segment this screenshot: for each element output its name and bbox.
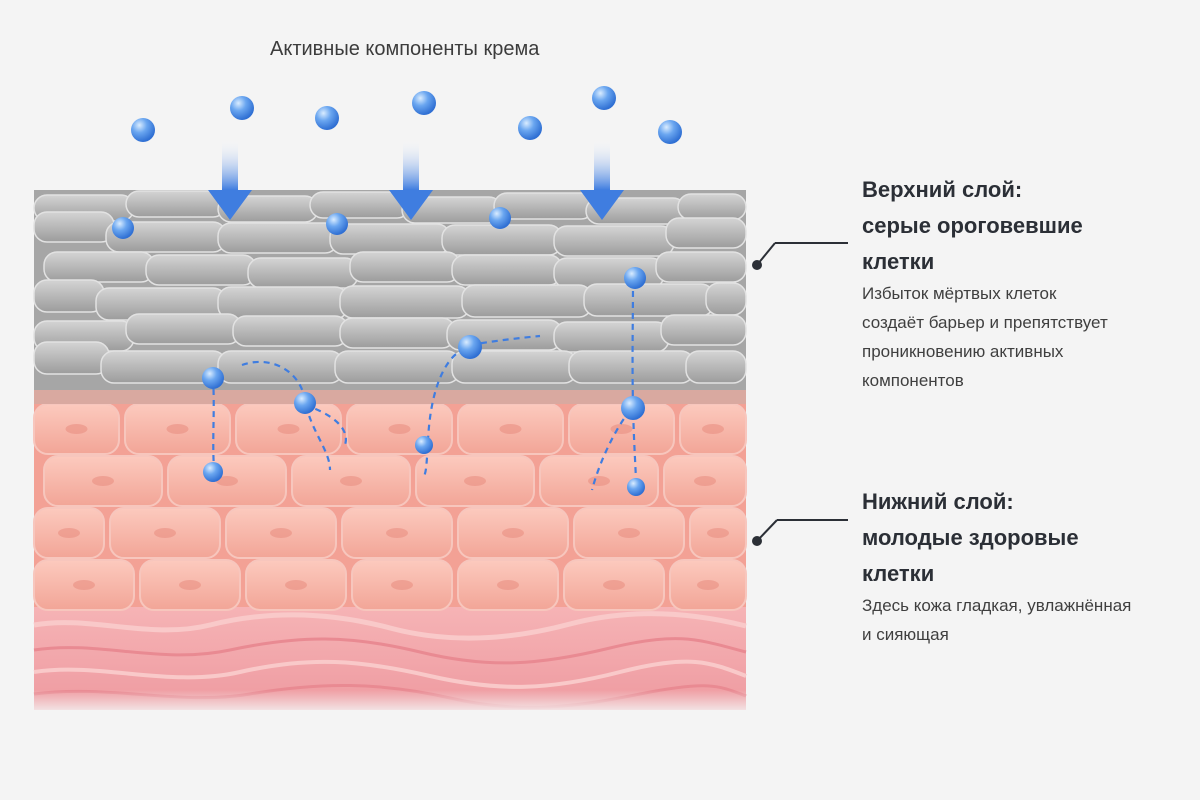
molecule bbox=[131, 118, 155, 142]
cell-nucleus bbox=[92, 476, 114, 486]
cell-nucleus bbox=[167, 424, 189, 434]
dead-cell bbox=[340, 286, 470, 318]
dead-cell bbox=[44, 252, 154, 282]
cell-nucleus bbox=[391, 580, 413, 590]
dead-cell bbox=[218, 351, 343, 383]
dead-cell bbox=[686, 351, 746, 383]
upper-layer-description: Избыток мёртвых клеток создаёт барьер и … bbox=[862, 279, 1197, 395]
cell-nucleus bbox=[702, 424, 724, 434]
lower-heading-line-1: Нижний слой: bbox=[862, 484, 1192, 520]
cell-nucleus bbox=[611, 424, 633, 434]
cell-nucleus bbox=[588, 476, 610, 486]
cell-nucleus bbox=[278, 424, 300, 434]
dead-cell bbox=[34, 342, 109, 374]
molecule bbox=[518, 116, 542, 140]
upper-desc-line-2: создаёт барьер и препятствует bbox=[862, 308, 1197, 337]
upper-desc-line-1: Избыток мёртвых клеток bbox=[862, 279, 1197, 308]
cell-nucleus bbox=[464, 476, 486, 486]
dead-cell bbox=[462, 285, 592, 317]
dead-cell bbox=[452, 255, 562, 285]
cell-nucleus bbox=[618, 528, 640, 538]
dead-cell bbox=[330, 224, 450, 254]
dead-cell bbox=[248, 258, 358, 288]
molecule bbox=[592, 86, 616, 110]
cell-nucleus bbox=[386, 528, 408, 538]
molecule bbox=[112, 217, 134, 239]
molecule bbox=[658, 120, 682, 144]
dead-cell bbox=[350, 252, 460, 282]
molecule bbox=[624, 267, 646, 289]
pointer-lower bbox=[752, 520, 848, 546]
cell-nucleus bbox=[603, 580, 625, 590]
molecule bbox=[294, 392, 316, 414]
healthy-cell-layer bbox=[34, 395, 746, 610]
dead-cell bbox=[554, 322, 669, 352]
molecule bbox=[315, 106, 339, 130]
dead-cell bbox=[233, 316, 348, 346]
cell-nucleus bbox=[66, 424, 88, 434]
lower-desc-line-2: и сияющая bbox=[862, 620, 1197, 649]
cell-nucleus bbox=[502, 528, 524, 538]
dead-cell bbox=[34, 212, 114, 242]
dead-cell bbox=[340, 318, 455, 348]
lower-layer-description: Здесь кожа гладкая, увлажнённая и сияюща… bbox=[862, 591, 1197, 649]
dermis-layer bbox=[34, 605, 746, 710]
dead-cell bbox=[126, 191, 226, 217]
cell-nucleus bbox=[73, 580, 95, 590]
molecule bbox=[627, 478, 645, 496]
cell-nucleus bbox=[58, 528, 80, 538]
dead-cell bbox=[442, 225, 562, 255]
dead-cell bbox=[126, 314, 241, 344]
upper-heading-line-3: клетки bbox=[862, 244, 1192, 280]
lower-heading-line-3: клетки bbox=[862, 556, 1192, 592]
cell-nucleus bbox=[697, 580, 719, 590]
lower-desc-line-1: Здесь кожа гладкая, увлажнённая bbox=[862, 591, 1197, 620]
lower-heading-line-2: молодые здоровые bbox=[862, 520, 1192, 556]
cell-nucleus bbox=[497, 580, 519, 590]
upper-heading-line-1: Верхний слой: bbox=[862, 172, 1192, 208]
molecule bbox=[415, 436, 433, 454]
molecule bbox=[489, 207, 511, 229]
dead-cell bbox=[218, 287, 348, 319]
dead-cell-layer bbox=[34, 190, 746, 390]
molecule bbox=[621, 396, 645, 420]
diagram-title: Активные компоненты крема bbox=[270, 38, 539, 61]
upper-desc-line-3: проникновению активных bbox=[862, 337, 1197, 366]
cell-nucleus bbox=[270, 528, 292, 538]
upper-layer-heading: Верхний слой: серые ороговевшие клетки bbox=[862, 172, 1192, 280]
dead-cell bbox=[146, 255, 256, 285]
cell-nucleus bbox=[340, 476, 362, 486]
molecule bbox=[326, 213, 348, 235]
dead-cell bbox=[678, 194, 746, 220]
dead-cell bbox=[661, 315, 746, 345]
cell-nucleus bbox=[154, 528, 176, 538]
molecule bbox=[412, 91, 436, 115]
upper-heading-line-2: серые ороговевшие bbox=[862, 208, 1192, 244]
cell-nucleus bbox=[707, 528, 729, 538]
dead-cell bbox=[584, 284, 714, 316]
dead-cell bbox=[666, 218, 746, 248]
pointer-upper bbox=[752, 243, 848, 270]
dead-cell bbox=[706, 283, 746, 315]
dead-cell bbox=[335, 351, 460, 383]
cell-nucleus bbox=[694, 476, 716, 486]
dead-cell bbox=[554, 226, 674, 256]
dead-cell bbox=[656, 252, 746, 282]
lower-layer-heading: Нижний слой: молодые здоровые клетки bbox=[862, 484, 1192, 592]
cell-nucleus bbox=[285, 580, 307, 590]
molecule bbox=[202, 367, 224, 389]
dead-cell bbox=[34, 280, 104, 312]
cell-nucleus bbox=[500, 424, 522, 434]
molecule bbox=[230, 96, 254, 120]
molecule bbox=[458, 335, 482, 359]
molecule bbox=[203, 462, 223, 482]
dead-cell bbox=[218, 223, 338, 253]
cell-nucleus bbox=[389, 424, 411, 434]
dead-cell bbox=[569, 351, 694, 383]
cell-nucleus bbox=[179, 580, 201, 590]
upper-desc-line-4: компонентов bbox=[862, 366, 1197, 395]
